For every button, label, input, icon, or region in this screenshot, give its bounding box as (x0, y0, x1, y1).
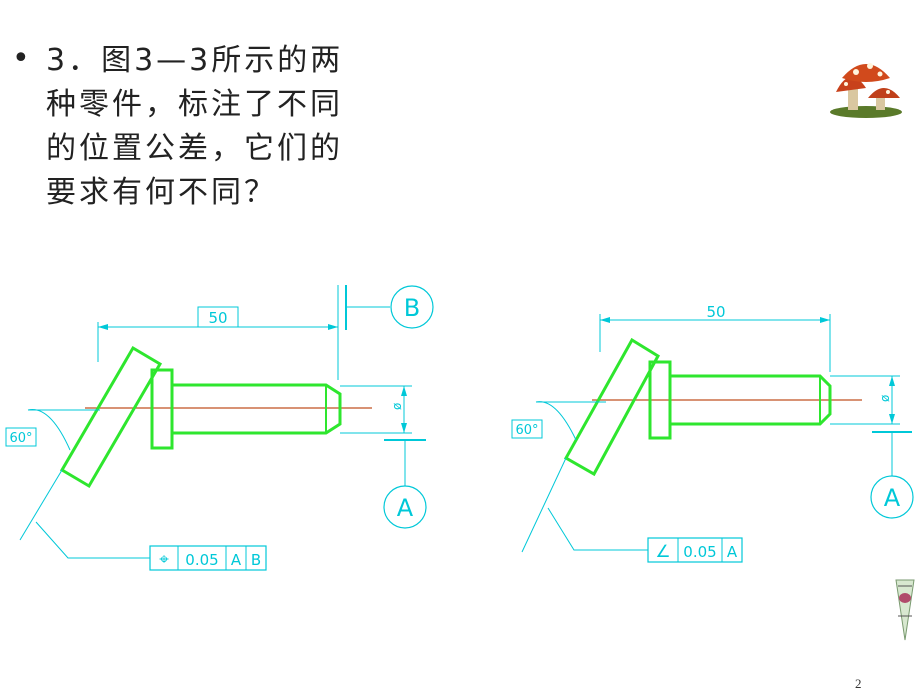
angle-label: 60° (9, 431, 32, 446)
angularity-symbol-icon: ∠ (655, 542, 670, 562)
tolerance-frame: ⌖ 0.05 A B (149, 545, 267, 571)
position-symbol-icon: ⌖ (159, 550, 169, 570)
decorative-pin-icon (895, 579, 915, 641)
question-line-4: 要求有何不同？ (46, 175, 277, 210)
shaft-outline (170, 383, 342, 435)
question-line-3: 的位置公差，它们的 (46, 131, 343, 166)
tolerance-value: 0.05 (683, 543, 716, 561)
datum-b-circle (390, 285, 434, 329)
tolerance-value: 0.05 (185, 551, 218, 569)
bullet-icon: • (12, 41, 30, 76)
tolerance-datum-2: B (251, 551, 261, 569)
page-number: 2 (855, 676, 862, 691)
figure-right: 50 ø A 60° ∠ 0.05 A (511, 303, 914, 563)
diameter-symbol: ø (390, 403, 404, 410)
tolerance-frame: ∠ 0.05 A (647, 537, 743, 563)
dimension-label: 50 (208, 309, 227, 327)
diameter-symbol: ø (878, 395, 892, 402)
inclined-plate (59, 345, 163, 489)
datum-a-circle (383, 485, 427, 529)
mushroom-icon (830, 63, 902, 118)
question-line-1: 3．图3—3所示的两 (46, 43, 344, 78)
datum-b-label: B (404, 294, 420, 322)
datum-a-circle (870, 475, 914, 519)
leader-line (547, 507, 648, 551)
leader-line (35, 521, 150, 559)
angle-label: 60° (515, 423, 538, 438)
inclined-plate (563, 337, 660, 477)
figure-left: 50 B ø A 60° ⌖ 0.05 (5, 285, 434, 571)
datum-a-label: A (884, 484, 901, 512)
step-outline (150, 368, 174, 450)
tolerance-datum-1: A (231, 551, 242, 569)
question-line-2: 种零件，标注了不同 (46, 87, 343, 122)
dimension-label: 50 (706, 303, 725, 321)
step-outline (648, 360, 672, 440)
datum-a-label: A (397, 494, 414, 522)
tolerance-datum-1: A (727, 543, 738, 561)
